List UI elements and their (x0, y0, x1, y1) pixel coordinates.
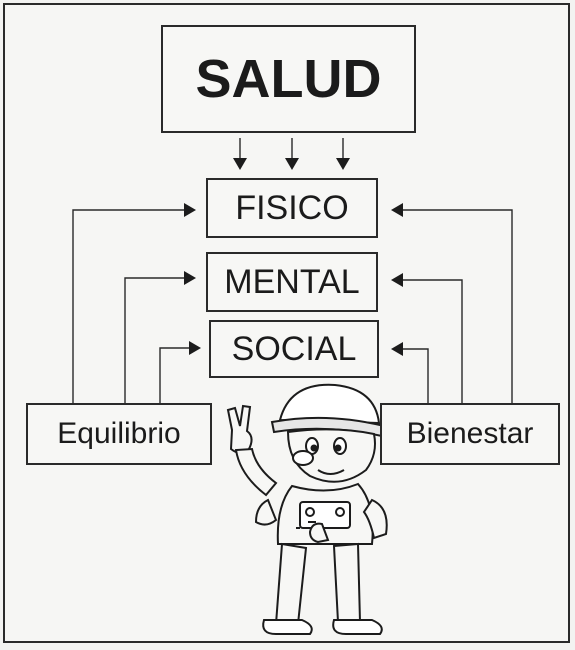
mental-box: MENTAL (206, 252, 378, 312)
bienestar-connectors (391, 203, 513, 403)
salud-box: SALUD (161, 25, 416, 133)
worker-illustration-icon (226, 383, 388, 635)
social-box: SOCIAL (209, 320, 379, 378)
fisico-box: FISICO (206, 178, 378, 238)
equilibrio-connectors (72, 203, 201, 403)
salud-to-fisico-arrows (233, 138, 350, 170)
equilibrio-box: Equilibrio (26, 403, 212, 465)
bienestar-box: Bienestar (380, 403, 560, 465)
